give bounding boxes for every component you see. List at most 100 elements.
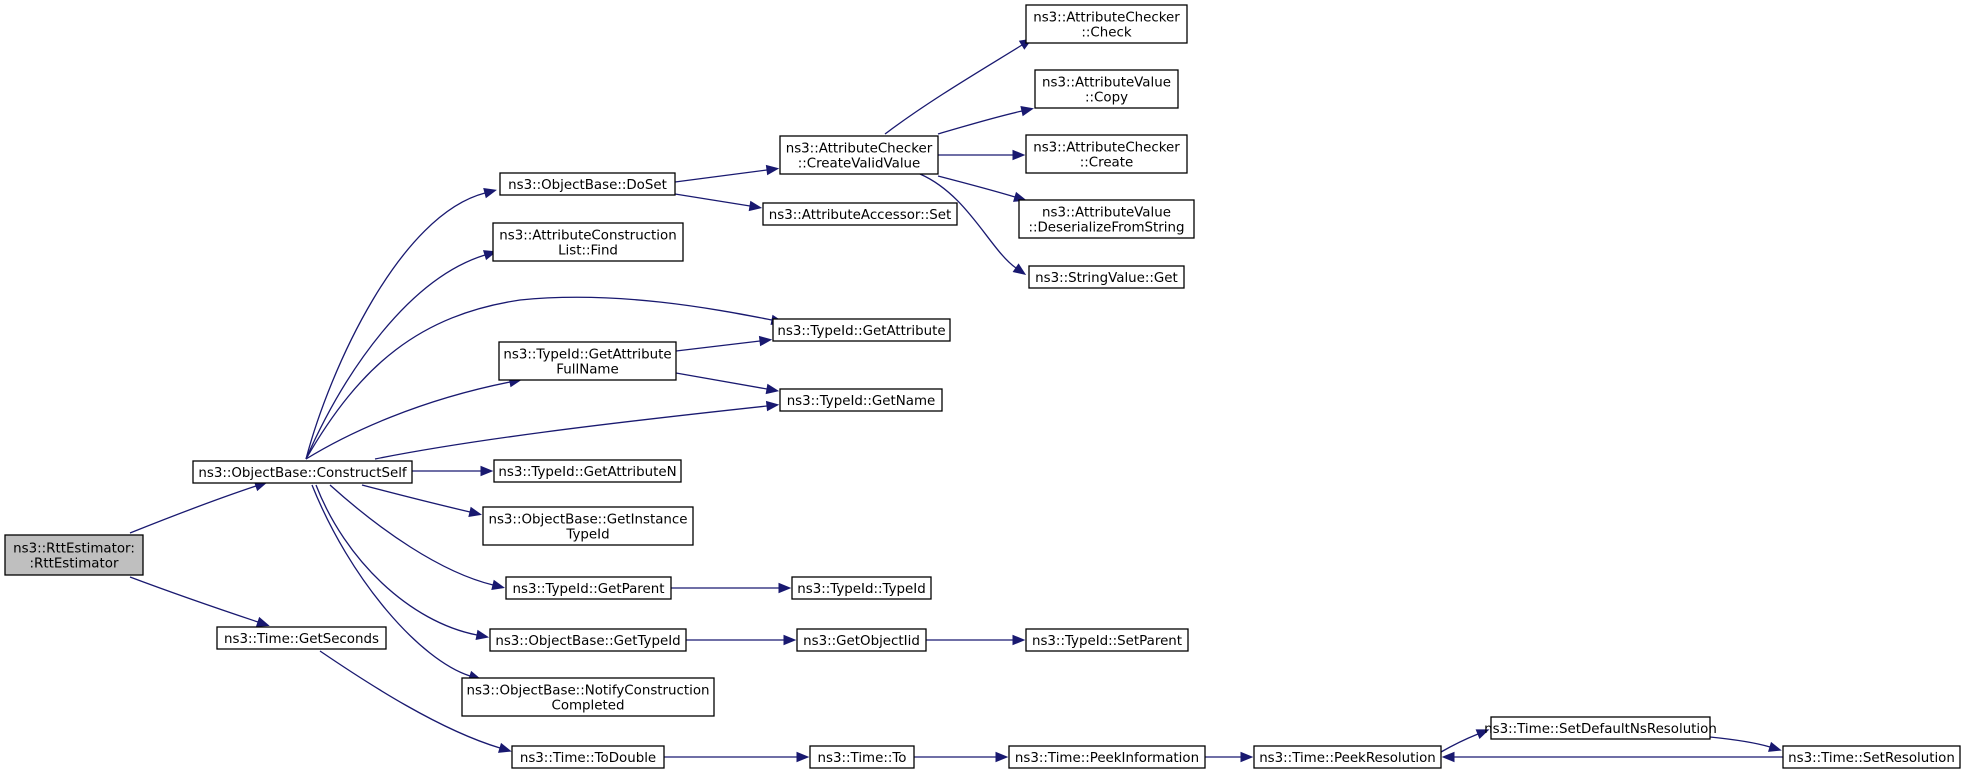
node-ns3-time-todouble[interactable]: ns3::Time::ToDouble: [511, 745, 665, 769]
node-box: [499, 172, 676, 196]
node-label: :RttEstimator: [30, 557, 119, 572]
node-box: [493, 459, 682, 483]
node-ns3-attributechecker-create[interactable]: ns3::AttributeChecker::Create: [1025, 134, 1188, 174]
node-box: [1253, 745, 1442, 769]
edge-n25-to-n26: [1205, 751, 1254, 763]
edge-line: [305, 381, 511, 460]
node-ns3-typeid-getparent[interactable]: ns3::TypeId::GetParent: [505, 576, 672, 600]
node-label: ns3::StringValue::Get: [1035, 271, 1178, 286]
edge-n3-to-n14: [674, 193, 763, 212]
edge-n13-to-n17: [938, 149, 1026, 161]
node-label: ns3::RttEstimator:: [13, 542, 135, 557]
edge-line: [305, 254, 486, 460]
node-ns3-typeid-typeid[interactable]: ns3::TypeId::TypeId: [791, 576, 932, 600]
node-ns3-attributevalue-deserializefromstring[interactable]: ns3::AttributeValue::DeserializeFromStri…: [1018, 199, 1195, 239]
node-box: [1008, 745, 1206, 769]
node-ns3-time-setdefaultnsresolution[interactable]: ns3::Time::SetDefaultNsResolution: [1484, 716, 1717, 740]
node-label: Completed: [551, 699, 624, 714]
node-ns3-typeid-getattributen[interactable]: ns3::TypeId::GetAttributeN: [493, 459, 682, 483]
node-label: ns3::TypeId::TypeId: [797, 582, 925, 597]
node-label: ns3::TypeId::GetAttribute: [777, 324, 945, 339]
arrowhead-icon: [783, 634, 797, 646]
node-label: ns3::ObjectBase::GetInstance: [488, 513, 687, 528]
node-box: [791, 576, 932, 600]
edge-n0-to-n2: [129, 576, 270, 627]
node-label: ns3::AttributeChecker: [1033, 11, 1180, 26]
arrowhead-icon: [1768, 741, 1782, 752]
node-box: [762, 202, 958, 226]
node-label: ns3::Time::SetDefaultNsResolution: [1484, 722, 1717, 737]
node-box: [511, 745, 665, 769]
edge-n23-to-n24: [664, 751, 810, 763]
edge-line: [129, 485, 257, 534]
node-ns3-time-peekinformation[interactable]: ns3::Time::PeekInformation: [1008, 745, 1206, 769]
node-label: ::DeserializeFromString: [1028, 221, 1184, 236]
nodes-layer: ns3::RttEstimator::RttEstimatorns3::Obje…: [4, 4, 1961, 769]
node-label: TypeId: [565, 528, 609, 543]
arrowhead-icon: [995, 751, 1009, 763]
node-label: ns3::TypeId::SetParent: [1032, 634, 1182, 649]
node-ns3-attributechecker-check[interactable]: ns3::AttributeChecker::Check: [1025, 4, 1188, 44]
edge-n13-to-n19: [919, 173, 1027, 276]
node-label: ns3::GetObjectIid: [803, 634, 920, 649]
node-ns3-objectbase-constructself[interactable]: ns3::ObjectBase::ConstructSelf: [192, 460, 413, 484]
node-label: ns3::Time::To: [818, 751, 907, 766]
node-ns3-typeid-getname[interactable]: ns3::TypeId::GetName: [779, 388, 943, 412]
node-box: [796, 628, 927, 652]
node-label: ns3::AttributeValue: [1042, 206, 1171, 221]
edge-n13-to-n18: [937, 175, 1027, 202]
edge-line: [305, 296, 773, 460]
node-label: List::Find: [558, 244, 618, 259]
edge-n1-to-n6: [305, 376, 523, 460]
node-box: [192, 460, 413, 484]
edge-line: [361, 484, 471, 513]
node-box: [1028, 265, 1185, 289]
node-label: ns3::AttributeValue: [1042, 76, 1171, 91]
arrowhead-icon: [483, 188, 497, 199]
node-ns3-time-getseconds[interactable]: ns3::Time::GetSeconds: [216, 626, 387, 650]
node-label: ns3::AttributeChecker: [786, 142, 933, 157]
node-label: ::CreateValidValue: [798, 157, 921, 172]
node-ns3-attributeaccessor-set[interactable]: ns3::AttributeAccessor::Set: [762, 202, 958, 226]
node-box: [779, 388, 943, 412]
arrowhead-icon: [796, 751, 810, 763]
node-ns3-objectbase-gettypeid[interactable]: ns3::ObjectBase::GetTypeId: [489, 628, 687, 652]
node-box: [216, 626, 387, 650]
node-box: [1025, 4, 1188, 44]
node-ns3-time-to[interactable]: ns3::Time::To: [809, 745, 915, 769]
node-label: ns3::ObjectBase::NotifyConstruction: [466, 684, 709, 699]
node-ns3-typeid-getattribute[interactable]: ns3::TypeId::GetAttribute: [772, 318, 951, 342]
node-ns3-objectbase-doset[interactable]: ns3::ObjectBase::DoSet: [499, 172, 676, 196]
node-box: [809, 745, 915, 769]
edge-line: [319, 650, 501, 749]
arrowhead-icon: [491, 579, 505, 590]
node-ns3-time-peekresolution[interactable]: ns3::Time::PeekResolution: [1253, 745, 1442, 769]
node-box: [505, 576, 672, 600]
node-ns3-getobjectiid[interactable]: ns3::GetObjectIid: [796, 628, 927, 652]
node-box: [4, 534, 144, 576]
edge-line: [919, 173, 1017, 269]
node-label: ns3::ObjectBase::ConstructSelf: [198, 466, 407, 481]
edge-n21-to-n22: [926, 634, 1026, 646]
node-label: ns3::TypeId::GetParent: [513, 582, 665, 597]
arrowhead-icon: [1012, 149, 1026, 161]
edge-n26-to-n27: [1440, 729, 1490, 753]
node-ns3-time-setresolution[interactable]: ns3::Time::SetResolution: [1782, 745, 1961, 769]
node-ns3-stringvalue-get[interactable]: ns3::StringValue::Get: [1028, 265, 1185, 289]
arrowhead-icon: [255, 616, 270, 627]
node-box: [498, 341, 677, 381]
node-box: [772, 318, 951, 342]
node-ns3-objectbase-notifyconstruction-completed[interactable]: ns3::ObjectBase::NotifyConstructionCompl…: [461, 677, 715, 717]
node-ns3-rttestimator-rttestimator[interactable]: ns3::RttEstimator::RttEstimator: [4, 534, 144, 576]
node-ns3-attributevalue-copy[interactable]: ns3::AttributeValue::Copy: [1034, 69, 1179, 109]
edge-n6-to-n5: [675, 335, 773, 352]
arrowhead-icon: [468, 506, 482, 517]
node-box: [1025, 134, 1188, 174]
node-ns3-typeid-setparent[interactable]: ns3::TypeId::SetParent: [1025, 628, 1189, 652]
node-ns3-attributechecker-createvalidvalue[interactable]: ns3::AttributeChecker::CreateValidValue: [779, 135, 939, 175]
node-box: [489, 628, 687, 652]
